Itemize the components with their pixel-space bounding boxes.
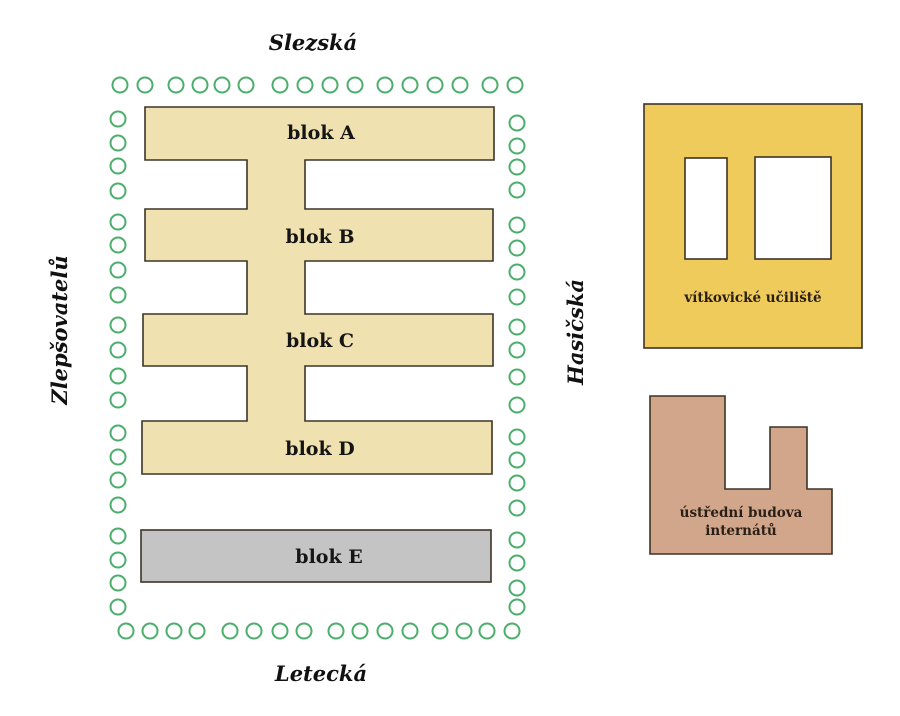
internat-building[interactable]: ústřední budova internátů	[649, 395, 833, 555]
tree-circle-icon	[109, 527, 127, 545]
tree-circle-icon	[376, 76, 394, 94]
tree-circle-icon	[295, 622, 313, 640]
tree-circle-icon	[503, 622, 521, 640]
tree-circle-icon	[376, 622, 394, 640]
tree-circle-icon	[327, 622, 345, 640]
tree-circle-icon	[401, 622, 419, 640]
tree-circle-icon	[109, 598, 127, 616]
tree-rows	[109, 76, 526, 640]
tree-circle-icon	[271, 76, 289, 94]
tree-circle-icon	[109, 286, 127, 304]
tree-circle-icon	[508, 598, 526, 616]
tree-circle-icon	[321, 76, 339, 94]
tree-circle-icon	[141, 622, 159, 640]
tree-circle-icon	[506, 76, 524, 94]
tree-circle-icon	[191, 76, 209, 94]
tree-circle-icon	[165, 622, 183, 640]
tree-circle-icon	[213, 76, 231, 94]
tree-circle-icon	[109, 424, 127, 442]
tree-circle-icon	[508, 396, 526, 414]
tree-circle-icon	[271, 622, 289, 640]
tree-circle-icon	[109, 574, 127, 592]
tree-circle-icon	[109, 157, 127, 175]
tree-circle-icon	[455, 622, 473, 640]
tree-circle-icon	[109, 213, 127, 231]
tree-circle-icon	[508, 263, 526, 281]
block-c-label: blok C	[286, 330, 354, 352]
block-e[interactable]	[140, 529, 492, 583]
tree-circle-icon	[481, 76, 499, 94]
tree-circle-icon	[109, 391, 127, 409]
tree-circle-icon	[109, 471, 127, 489]
tree-circle-icon	[508, 451, 526, 469]
tree-circle-icon	[109, 134, 127, 152]
tree-circle-icon	[346, 76, 364, 94]
tree-circle-icon	[508, 288, 526, 306]
internat-label-line1: ústřední budova	[680, 505, 803, 521]
tree-circle-icon	[109, 448, 127, 466]
street-label-east: Hasičská	[563, 279, 588, 386]
tree-circle-icon	[109, 551, 127, 569]
tree-circle-icon	[109, 236, 127, 254]
street-label-west: Zlepšovatelů	[47, 255, 72, 405]
tree-circle-icon	[508, 114, 526, 132]
tree-circle-icon	[431, 622, 449, 640]
tree-circle-icon	[508, 428, 526, 446]
block-d-label: blok D	[285, 438, 354, 460]
tree-circle-icon	[109, 110, 127, 128]
tree-circle-icon	[426, 76, 444, 94]
tree-circle-icon	[351, 622, 369, 640]
tree-circle-icon	[117, 622, 135, 640]
tree-circle-icon	[188, 622, 206, 640]
tree-circle-icon	[508, 368, 526, 386]
tree-circle-icon	[136, 76, 154, 94]
tree-circle-icon	[401, 76, 419, 94]
block-a-label: blok A	[287, 122, 355, 144]
tree-circle-icon	[508, 499, 526, 517]
block-e-label: blok E	[295, 546, 362, 568]
tree-circle-icon	[508, 531, 526, 549]
tree-circle-icon	[508, 579, 526, 597]
uciliste-courtyard-right	[754, 156, 832, 260]
tree-circle-icon	[245, 622, 263, 640]
tree-circle-icon	[508, 554, 526, 572]
uciliste-label: vítkovické učiliště	[683, 290, 821, 306]
uciliste-courtyard-left	[684, 157, 728, 260]
tree-circle-icon	[508, 474, 526, 492]
tree-circle-icon	[109, 367, 127, 385]
tree-circle-icon	[109, 496, 127, 514]
tree-circle-icon	[167, 76, 185, 94]
tree-circle-icon	[508, 318, 526, 336]
tree-circle-icon	[451, 76, 469, 94]
tree-circle-icon	[508, 216, 526, 234]
tree-circle-icon	[508, 341, 526, 359]
tree-circle-icon	[221, 622, 239, 640]
internat-label-line2: internátů	[705, 523, 777, 539]
tree-circle-icon	[109, 316, 127, 334]
tree-circle-icon	[508, 239, 526, 257]
tree-circle-icon	[109, 182, 127, 200]
tree-circle-icon	[111, 76, 129, 94]
tree-circle-icon	[508, 181, 526, 199]
street-label-south: Letecká	[274, 661, 367, 686]
uciliste-building[interactable]: vítkovické učiliště	[643, 103, 863, 349]
block-b-label: blok B	[285, 226, 354, 248]
internat-outline	[649, 395, 833, 555]
tree-circle-icon	[109, 341, 127, 359]
tree-circle-icon	[508, 137, 526, 155]
main-building-blocks-a-d[interactable]	[141, 106, 495, 475]
tree-circle-icon	[508, 158, 526, 176]
tree-circle-icon	[478, 622, 496, 640]
tree-circle-icon	[237, 76, 255, 94]
tree-circle-icon	[296, 76, 314, 94]
tree-circle-icon	[109, 261, 127, 279]
street-label-north: Slezská	[269, 30, 357, 55]
